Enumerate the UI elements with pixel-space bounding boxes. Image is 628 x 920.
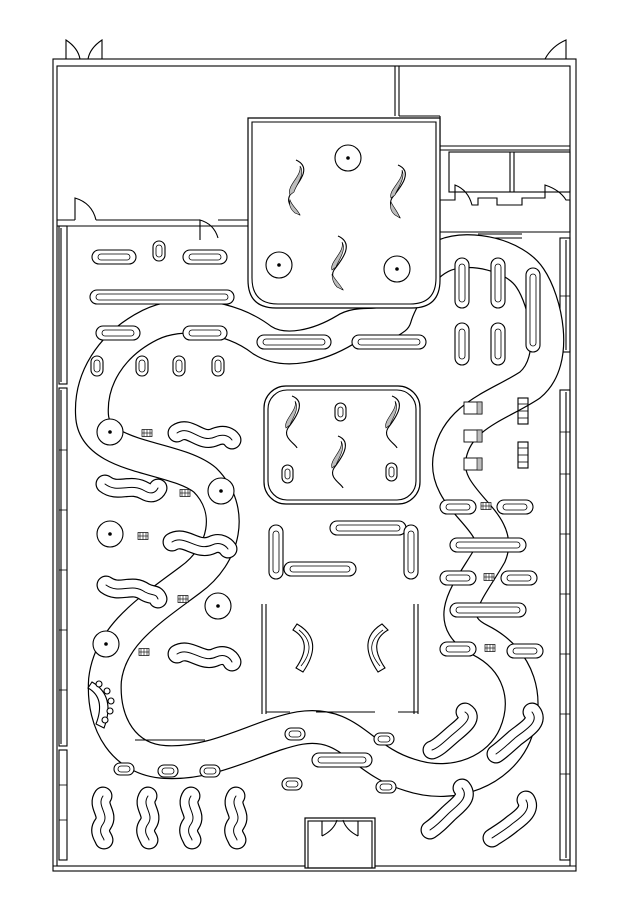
small-ottoman[interactable] (199, 764, 221, 778)
bookshelf-stack (517, 397, 529, 469)
top-right-door[interactable] (544, 39, 567, 67)
small-ottoman[interactable] (375, 780, 397, 794)
bench[interactable] (449, 537, 527, 553)
bench[interactable] (496, 499, 534, 515)
small-ottoman[interactable] (172, 355, 186, 377)
armchair[interactable] (463, 457, 483, 471)
round-table[interactable] (92, 630, 120, 658)
round-table[interactable] (96, 520, 124, 548)
small-ottoman[interactable] (152, 240, 166, 262)
bench[interactable] (500, 570, 538, 586)
wavy-sofa[interactable] (91, 786, 115, 850)
small-ottoman[interactable] (211, 355, 225, 377)
curved-sofa[interactable] (367, 623, 389, 673)
round-table[interactable] (265, 251, 293, 279)
small-ottoman[interactable] (135, 355, 149, 377)
stage-area (135, 604, 419, 741)
side-table[interactable] (141, 429, 153, 437)
s-sofa[interactable] (331, 235, 347, 291)
bench[interactable] (182, 325, 228, 341)
bench[interactable] (449, 602, 527, 618)
bench[interactable] (490, 322, 506, 366)
armchair[interactable] (463, 429, 483, 443)
bench[interactable] (454, 257, 470, 309)
small-ottoman[interactable] (284, 727, 306, 741)
snake-sofa[interactable] (95, 474, 168, 503)
snake-sofa[interactable] (162, 530, 238, 559)
small-ottoman[interactable] (385, 462, 398, 482)
s-sofa[interactable] (331, 435, 346, 489)
round-table[interactable] (96, 418, 124, 446)
left-wall-displays (58, 225, 68, 861)
small-ottoman[interactable] (281, 777, 303, 791)
bench[interactable] (525, 267, 541, 353)
bench[interactable] (403, 524, 419, 580)
small-ottoman[interactable] (113, 762, 135, 776)
back-room-left (57, 197, 248, 240)
bench[interactable] (91, 249, 137, 265)
reception-desk[interactable] (87, 680, 115, 729)
small-ottoman[interactable] (281, 464, 294, 484)
bench[interactable] (439, 641, 477, 657)
snake-sofa[interactable] (167, 421, 242, 450)
side-table[interactable] (480, 502, 492, 510)
top-left-door[interactable] (65, 38, 103, 67)
bench[interactable] (439, 570, 477, 586)
fitting-rooms (439, 151, 571, 239)
bench[interactable] (439, 499, 477, 515)
round-table[interactable] (383, 255, 411, 283)
round-table[interactable] (204, 592, 232, 620)
snake-sofa[interactable] (96, 575, 168, 609)
bench[interactable] (95, 325, 141, 341)
s-sofa[interactable] (285, 395, 300, 449)
side-table[interactable] (177, 595, 189, 603)
diagonal-s-sofa[interactable] (420, 778, 474, 840)
bench[interactable] (490, 257, 506, 309)
wavy-sofa[interactable] (179, 786, 203, 850)
right-wall-displays (559, 237, 571, 861)
s-sofa[interactable] (288, 159, 305, 216)
bench[interactable] (283, 561, 357, 577)
diagonal-s-sofa[interactable] (486, 702, 544, 764)
wavy-sofa[interactable] (136, 786, 160, 850)
diagonal-s-sofa[interactable] (422, 702, 478, 760)
bench[interactable] (351, 334, 427, 350)
bench[interactable] (256, 334, 332, 350)
side-table[interactable] (483, 573, 495, 581)
round-table[interactable] (207, 477, 235, 505)
armchair[interactable] (463, 401, 483, 415)
small-ottoman[interactable] (90, 355, 104, 377)
bench[interactable] (506, 643, 544, 659)
small-ottoman[interactable] (157, 764, 179, 778)
diagonal-s-sofa[interactable] (482, 790, 537, 848)
walkway-loop (74, 234, 565, 797)
side-table[interactable] (179, 489, 191, 497)
side-table[interactable] (484, 644, 496, 652)
s-sofa[interactable] (385, 395, 400, 449)
small-ottoman[interactable] (334, 402, 347, 422)
s-sofa[interactable] (390, 164, 406, 219)
side-table[interactable] (137, 532, 149, 540)
bench[interactable] (329, 520, 407, 536)
bottom-entrance[interactable] (304, 817, 376, 869)
bench[interactable] (454, 322, 470, 366)
curved-sofa[interactable] (292, 623, 314, 673)
bench[interactable] (182, 249, 228, 265)
snake-sofa[interactable] (167, 642, 242, 672)
small-ottoman[interactable] (373, 732, 395, 746)
round-table[interactable] (334, 144, 362, 172)
wavy-sofa[interactable] (224, 786, 248, 850)
side-table[interactable] (138, 648, 150, 656)
bench[interactable] (268, 524, 284, 580)
bench[interactable] (311, 752, 373, 768)
bench[interactable] (89, 289, 235, 305)
